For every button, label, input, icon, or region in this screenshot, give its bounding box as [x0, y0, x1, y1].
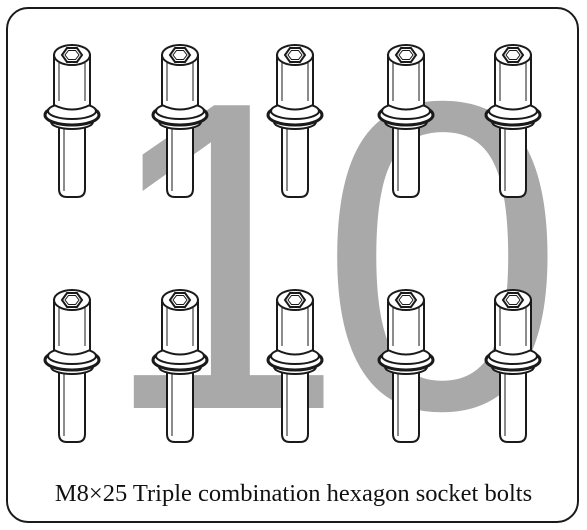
part-caption: M8×25 Triple combination hexagon socket …	[54, 480, 533, 507]
bolt-icon	[377, 288, 435, 444]
bolt-icon	[266, 43, 324, 199]
bolt-icon	[266, 288, 324, 444]
bolt-icon	[151, 43, 209, 199]
bolt-row-bottom	[43, 288, 542, 444]
parts-panel	[6, 7, 579, 523]
bolt-icon	[43, 43, 101, 199]
bolt-icon	[377, 43, 435, 199]
bolt-icon	[43, 288, 101, 444]
bolt-row-top	[43, 43, 542, 199]
bolt-icon	[484, 288, 542, 444]
bolt-icon	[151, 288, 209, 444]
bolt-icon	[484, 43, 542, 199]
